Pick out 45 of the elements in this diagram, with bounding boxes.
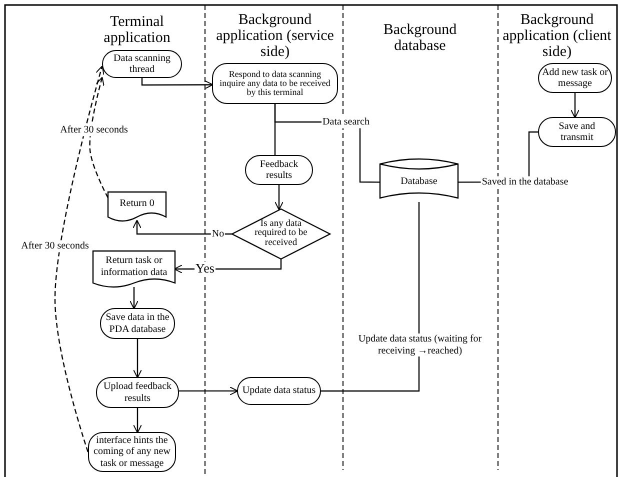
terminal-box	[96, 377, 179, 408]
arrow	[274, 185, 284, 210]
node-text: interface hints the coming of any new task or message	[92, 434, 172, 470]
node-text: Return 0	[120, 198, 154, 210]
lane-heading: Background database	[382, 23, 458, 54]
node-text: Add new task or message	[542, 66, 608, 90]
arrow	[141, 78, 214, 90]
dashed-arrow	[54, 66, 104, 452]
arrow	[179, 386, 238, 396]
edge-label: After 30 seconds	[59, 124, 129, 136]
dashed-arrow	[89, 76, 109, 198]
arrow	[130, 287, 138, 310]
arrow	[133, 408, 142, 434]
node-text: Data scanning thread	[112, 52, 172, 76]
node-text: Save and transmit	[558, 120, 596, 144]
terminal-box	[245, 155, 313, 185]
edge-label: Saved in the database	[480, 176, 570, 188]
terminal-box	[102, 50, 182, 78]
lane-heading: Background application (client side)	[502, 13, 612, 60]
terminal-box	[212, 63, 338, 104]
edge-label: Yes	[194, 262, 216, 276]
node-text: Save data in the PDA database	[104, 312, 170, 335]
document-box	[108, 192, 166, 221]
edge-label: No	[210, 228, 226, 240]
lane-heading: Background application (service side)	[215, 13, 335, 60]
node-text: Feedback results	[258, 158, 300, 182]
terminal-box	[237, 377, 321, 405]
arrow	[133, 339, 142, 378]
decision-diamond	[232, 209, 330, 259]
terminal-box	[100, 308, 175, 339]
lane-heading: Terminal application	[102, 15, 172, 46]
arrow	[132, 220, 232, 235]
edge-label: Data search	[322, 116, 370, 128]
document-box	[93, 251, 175, 287]
node-text: Respond to data scanning inquire any data to be received by this terminal	[218, 70, 332, 97]
node-text: Update data status	[242, 385, 316, 397]
connector-line	[321, 202, 420, 392]
edge-label: After 30 seconds	[20, 240, 90, 252]
node-text: Upload feedback results	[102, 381, 173, 404]
node-text: Database	[400, 176, 438, 188]
arrow	[174, 259, 282, 274]
arrow	[570, 93, 580, 118]
node-text: Return task or information data	[100, 255, 168, 278]
node-text: Is any data required to be received	[254, 220, 308, 248]
terminal-box	[538, 117, 616, 147]
